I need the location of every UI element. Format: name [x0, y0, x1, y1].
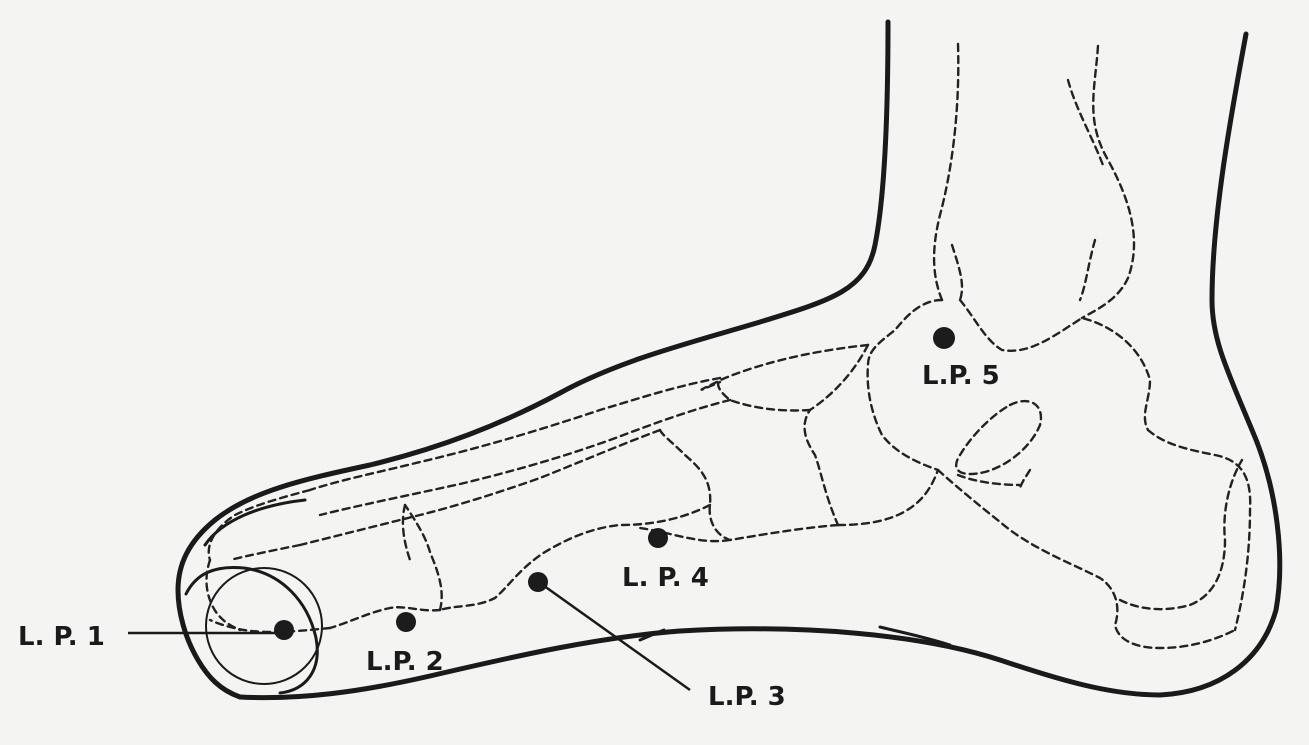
lp2-label: L.P. 2 — [366, 647, 444, 677]
lp5-marker — [933, 327, 955, 349]
points — [274, 327, 955, 640]
lp3-label: L.P. 3 — [708, 682, 786, 712]
labels: L. P. 1 L.P. 2 L.P. 3 L. P. 4 L.P. 5 — [18, 361, 1000, 712]
lp4-label: L. P. 4 — [622, 563, 709, 593]
foot-outline — [175, 19, 1283, 701]
lp4-marker — [648, 528, 668, 548]
lp1-marker — [274, 620, 294, 640]
lp3-leader — [539, 581, 691, 692]
lp1-label: L. P. 1 — [18, 622, 105, 652]
lp2-marker — [396, 612, 416, 632]
bone-outlines — [205, 42, 1252, 650]
lp3-marker — [528, 572, 548, 592]
lp5-label: L.P. 5 — [922, 361, 1000, 391]
leader-lines — [128, 581, 691, 692]
